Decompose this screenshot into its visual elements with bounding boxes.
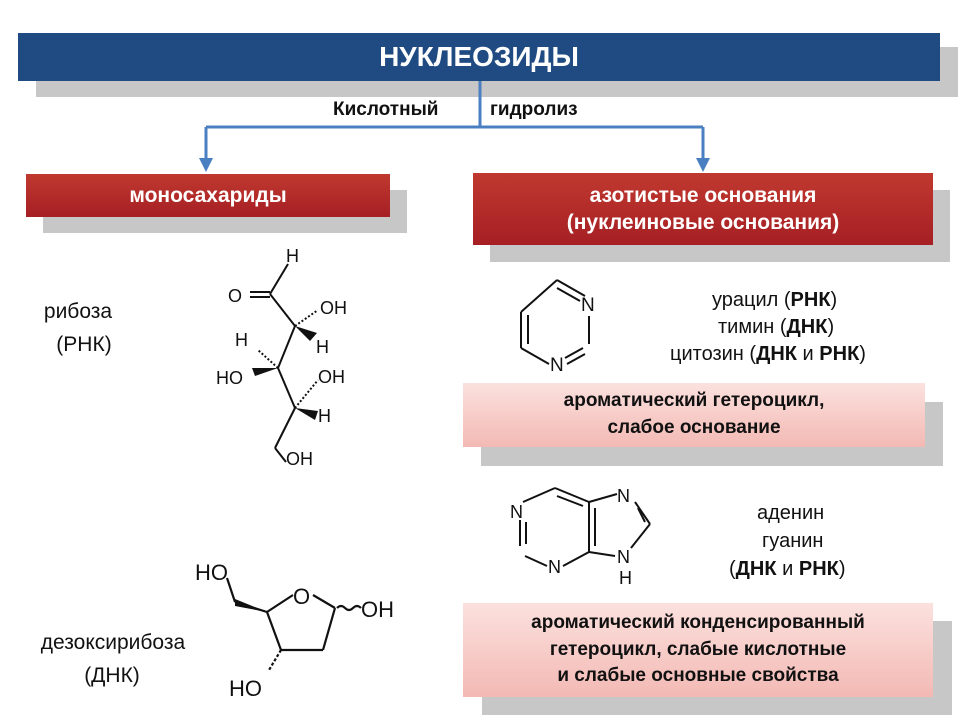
pyrimidine-desc-line2: слабое основание	[607, 417, 781, 438]
base-cytosine-tag2: РНК	[819, 343, 860, 365]
purine-tags: (ДНК и РНК)	[729, 558, 846, 580]
bases-heading-line2: (нуклеиновые основания)	[566, 211, 840, 234]
hydrolysis-arrows	[199, 81, 710, 172]
ribose-atom-oh3: OH	[286, 449, 313, 469]
pyrimidine-desc-line1: ароматический гетероцикл,	[563, 390, 825, 412]
ribose-atom-oh1: OH	[320, 298, 347, 318]
purine-atom-n1: N	[510, 502, 523, 522]
ribose-atom-h2: H	[316, 337, 329, 357]
base-cytosine: цитозин (ДНК и РНК)	[670, 343, 866, 365]
deoxy-atom-ho1: HO	[195, 560, 228, 585]
pyrimidine-atom-n2: N	[550, 355, 564, 376]
purine-desc-line1: ароматический конденсированный	[531, 612, 865, 634]
deoxy-atom-ho2: HO	[229, 676, 262, 701]
ribose-type: (РНК)	[56, 333, 112, 356]
pyrimidine-description: ароматический гетероцикл, слабое основан…	[463, 383, 925, 447]
base-thymine: тимин (ДНК)	[718, 316, 835, 338]
purine-desc-line2: гетероцикл, слабые кислотные	[549, 638, 847, 660]
pyrimidine-structure: N N	[520, 279, 595, 376]
base-adenine: аденин	[757, 502, 825, 524]
base-uracil: урацил (РНК)	[712, 289, 838, 311]
purine-tag2: РНК	[798, 558, 839, 580]
ribose-atom-oh2: OH	[318, 367, 345, 387]
base-cytosine-conj: и	[802, 343, 814, 365]
purine-atom-h: H	[619, 568, 632, 588]
deoxyribose-structure: HO O OH HO	[195, 560, 394, 701]
ribose-atom-h3: H	[235, 330, 248, 350]
purine-description: ароматический конденсированный гетероцик…	[463, 603, 933, 697]
purine-conj: и	[782, 558, 794, 580]
hydrolysis-label-2: гидролиз	[490, 99, 578, 120]
purine-atom-n7: N	[617, 486, 630, 506]
deoxy-atom-oh: OH	[361, 597, 394, 622]
deoxy-atom-o: O	[293, 584, 310, 609]
base-uracil-name: урацил	[712, 289, 779, 311]
ribose-atom-o: O	[228, 286, 242, 306]
ribose-atom-h4: H	[318, 406, 331, 426]
deoxyribose-name: дезоксирибоза	[40, 631, 186, 654]
ribose-name: рибоза	[43, 300, 113, 323]
deoxyribose-type: (ДНК)	[84, 664, 140, 687]
bases-heading-line1: азотистые основания	[589, 183, 817, 207]
ribose-atom-h1: H	[286, 246, 299, 266]
monosaccharides-heading: моносахариды	[26, 174, 390, 217]
page-title: НУКЛЕОЗИДЫ	[18, 33, 940, 81]
hydrolysis-label-1: Кислотный	[333, 99, 439, 120]
purine-tag1: ДНК	[735, 558, 777, 580]
base-guanine: гуанин	[762, 530, 824, 552]
ribose-structure: H O OH H H HO OH H OH	[216, 246, 347, 469]
purine-atom-n9: N	[617, 547, 630, 567]
purine-atom-n3: N	[548, 557, 561, 577]
base-cytosine-name: цитозин	[670, 343, 744, 365]
pyrimidine-atom-n1: N	[581, 295, 595, 316]
purine-structure: N N N N H	[510, 486, 651, 588]
base-cytosine-tag1: ДНК	[756, 343, 797, 365]
purine-desc-line3: и слабые основные свойства	[557, 665, 839, 687]
ribose-atom-ho: HO	[216, 368, 243, 388]
nitrogen-bases-heading: азотистые основания (нуклеиновые основан…	[473, 173, 933, 245]
base-thymine-tag: ДНК	[786, 316, 828, 338]
base-thymine-name: тимин	[718, 316, 775, 338]
base-uracil-tag: РНК	[790, 289, 831, 311]
